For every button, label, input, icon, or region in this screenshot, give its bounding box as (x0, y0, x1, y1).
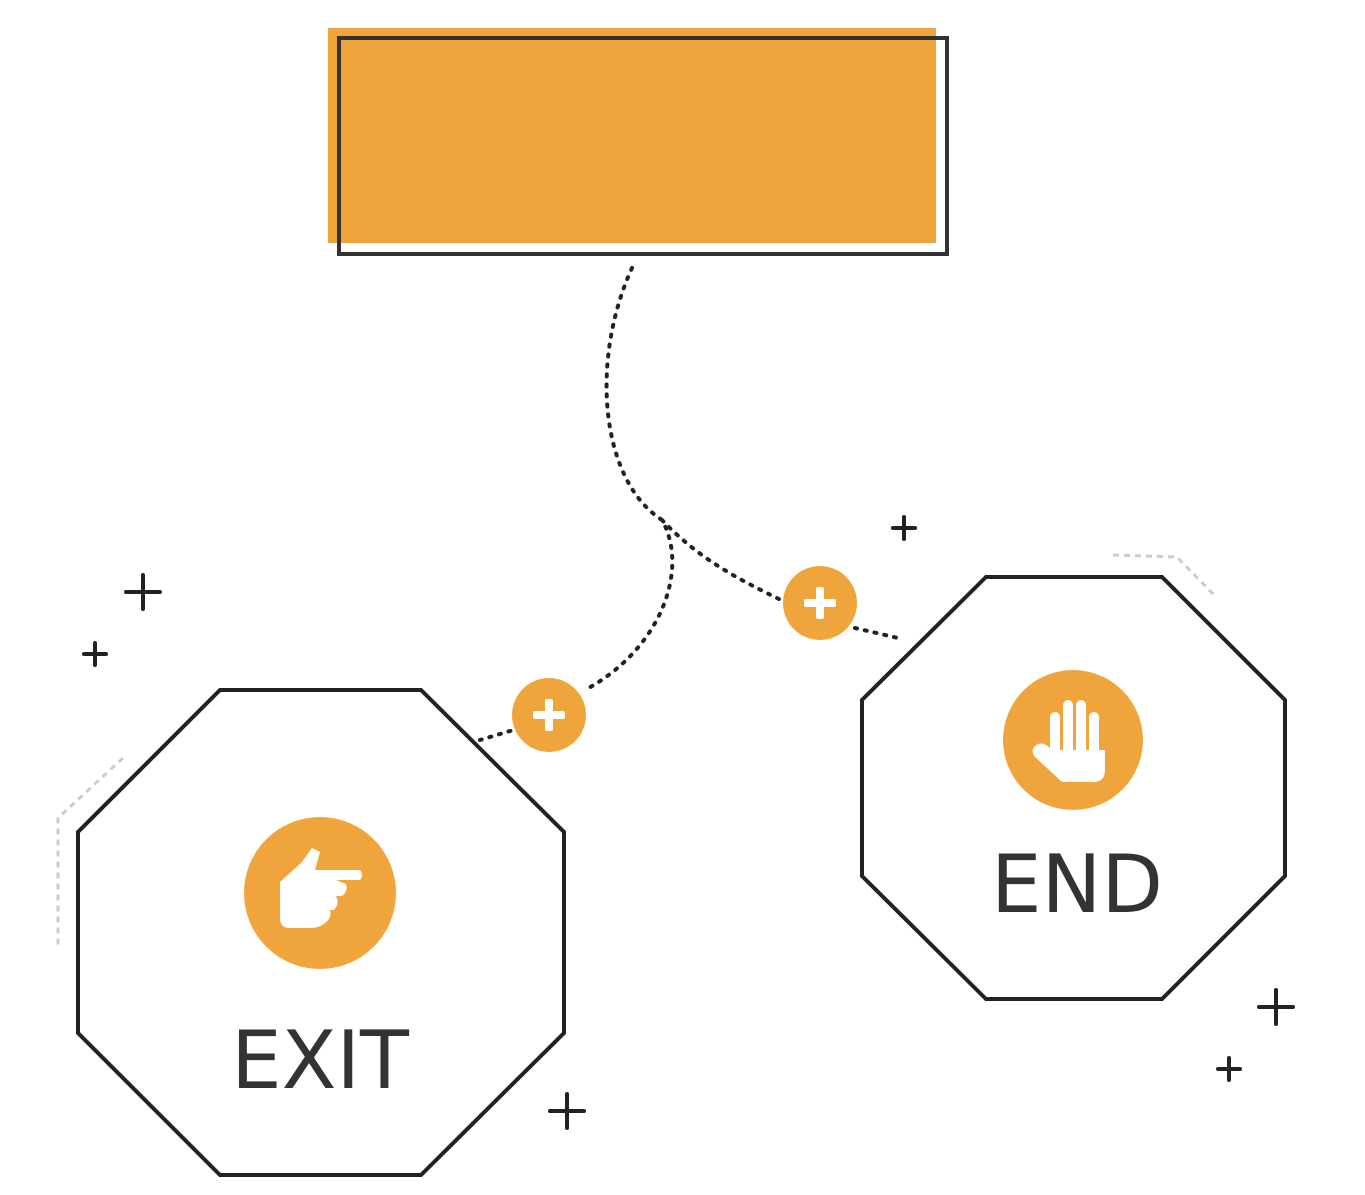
exit-label: EXIT (231, 1014, 410, 1107)
decorative-dashed-accent (56, 553, 1217, 945)
start-box-outline (337, 36, 949, 256)
connector-start-to-end (660, 518, 900, 640)
start-box-fill (328, 28, 936, 243)
add-step-button-exit[interactable] (512, 678, 586, 752)
end-label: END (991, 838, 1163, 931)
connector-start-to-exit (478, 266, 675, 742)
plus-sign-icon (1216, 1056, 1242, 1082)
plus-sign-icon (548, 1092, 586, 1130)
start-box[interactable] (328, 28, 949, 256)
plus-icon (804, 587, 836, 619)
plus-sign-icon (124, 573, 162, 611)
stop-hand-icon (1003, 670, 1143, 810)
plus-sign-icon (1257, 988, 1295, 1026)
exit-node[interactable]: EXIT (76, 688, 566, 1177)
add-step-button-end[interactable] (783, 566, 857, 640)
plus-sign-icon (891, 515, 917, 541)
plus-sign-icon (82, 641, 108, 667)
plus-icon (533, 699, 565, 731)
pointing-hand-icon (244, 817, 396, 969)
end-node[interactable]: END (860, 575, 1287, 1001)
